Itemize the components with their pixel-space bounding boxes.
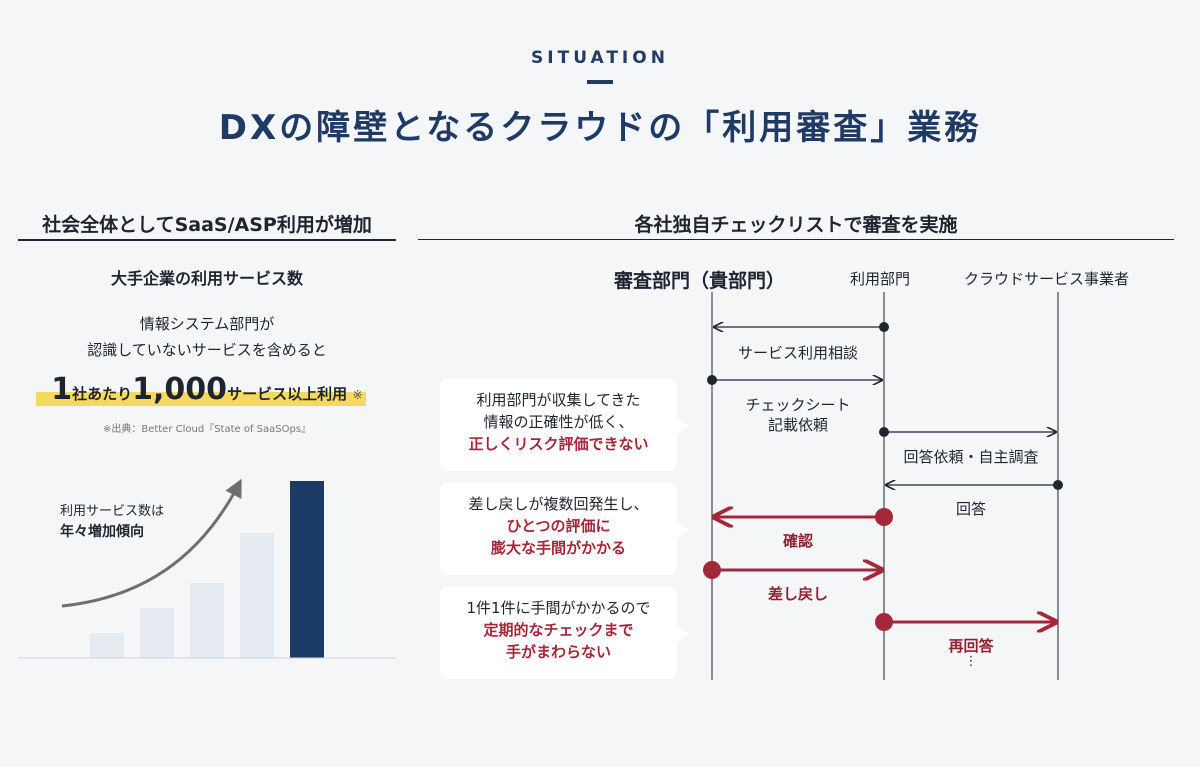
trend-label-1: 利用サービス数は — [60, 504, 165, 519]
issue-box-1-line-2: 情報の正確性が低く、 — [483, 413, 634, 431]
trend-label-2: 年々増加傾向 — [60, 524, 144, 540]
message-label-confirm: 確認 — [782, 532, 813, 550]
stat-number-1: 1 — [51, 372, 73, 407]
left-heading-rule — [18, 239, 396, 241]
stat-number-2: 1,000 — [132, 372, 228, 407]
bar-3 — [190, 583, 224, 658]
left-section-heading: 社会全体としてSaaS/ASP利用が増加 — [42, 214, 372, 236]
issue-box-3: 1件1件に手間がかかるので 定期的なチェックまで 手がまわらない — [440, 587, 677, 679]
right-heading-rule — [418, 239, 1174, 240]
message-label-reanswer: 再回答 — [948, 637, 994, 655]
issue-box-3-line-1: 1件1件に手間がかかるので — [466, 599, 651, 617]
column-header-user: 利用部門 — [850, 270, 911, 288]
page-title: DXの障壁となるクラウドの「利用審査」業務 — [218, 108, 982, 148]
stat-text-2: サービス以上利用 — [227, 385, 348, 403]
issue-box-1: 利用部門が収集してきた 情報の正確性が低く、 正しくリスク評価できない — [440, 379, 677, 471]
issue-box-2: 差し戻しが複数回発生し、 ひとつの評価に 膨大な手間がかかる — [440, 483, 677, 575]
issue-box-2-line-2: ひとつの評価に — [506, 517, 611, 535]
issue-box-3-line-3: 手がまわらない — [505, 643, 611, 661]
bar-1 — [90, 633, 124, 658]
arrow-checksheet-dot — [707, 375, 717, 385]
arrow-request-vendor-dot — [879, 427, 889, 437]
description-line-2: 認識していないサービスを含めると — [87, 341, 327, 359]
stat-note-mark: ※ — [352, 388, 363, 402]
arrow-reanswer-dot — [875, 613, 893, 631]
arrow-consult-dot — [879, 322, 889, 332]
bar-4 — [240, 533, 274, 658]
stat-line: 1社あたり1,000サービス以上利用 ※ — [18, 372, 396, 407]
eyebrow-label: SITUATION — [531, 48, 669, 68]
issue-box-1-line-1: 利用部門が収集してきた — [476, 391, 641, 409]
eyebrow-underline — [587, 80, 613, 84]
chart-title: 大手企業の利用サービス数 — [110, 269, 303, 288]
box3-pointer — [677, 626, 689, 642]
issue-box-3-line-2: 定期的なチェックまで — [483, 621, 634, 639]
source-citation: ※出典：Better Cloud『State of SaaSOps』 — [102, 424, 312, 435]
message-label-consult: サービス利用相談 — [737, 344, 858, 362]
arrow-confirm-dot — [875, 508, 893, 526]
message-label-continuation: ⋮ — [964, 654, 978, 669]
message-label-request: 記載依頼 — [767, 416, 828, 434]
arrow-answer-dot — [1053, 480, 1063, 490]
message-label-sendback: 差し戻し — [767, 585, 828, 603]
bar-5 — [290, 481, 324, 658]
box2-pointer — [677, 522, 689, 538]
issue-box-2-line-3: 膨大な手間がかかる — [490, 539, 626, 557]
right-section-heading: 各社独自チェックリストで審査を実施 — [634, 214, 958, 236]
message-label-vendor-request: 回答依頼・自主調査 — [903, 448, 1039, 466]
message-label-answer: 回答 — [955, 500, 986, 518]
stat-highlight — [36, 392, 366, 406]
trend-arrow — [61, 478, 242, 608]
arrow-sendback-dot — [703, 561, 721, 579]
column-header-vendor: クラウドサービス事業者 — [964, 270, 1130, 288]
description-line-1: 情報システム部門が — [139, 315, 275, 333]
stat-text-1: 社あたり — [72, 385, 133, 403]
bar-chart — [90, 481, 324, 658]
bar-2 — [140, 608, 174, 658]
box1-pointer — [677, 418, 689, 434]
column-header-dept: 審査部門（貴部門） — [614, 270, 786, 292]
issue-box-2-line-1: 差し戻しが複数回発生し、 — [468, 495, 649, 513]
message-label-checksheet: チェックシート — [745, 396, 851, 414]
issue-box-1-line-3: 正しくリスク評価できない — [468, 435, 649, 453]
